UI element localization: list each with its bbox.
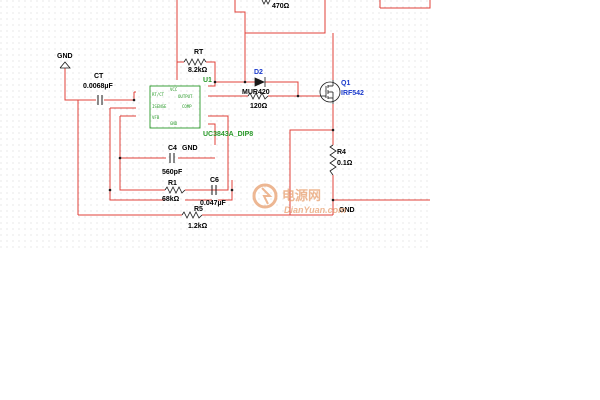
gnd-left-label: GND: [57, 53, 73, 60]
junction-dots: [108, 80, 335, 202]
r-gate-value-label: 120Ω: [250, 103, 268, 110]
c6-ref-label: C6: [210, 177, 219, 184]
c4-capacitor[interactable]: [169, 153, 175, 163]
r4-ref-label: R4: [337, 149, 346, 156]
d2-ref-label: D2: [254, 69, 263, 76]
gnd-right-label: GND: [339, 207, 355, 214]
pin-output: OUTPUT: [178, 94, 193, 99]
q1-ref-label: Q1: [341, 80, 350, 87]
c6-value-label: 0.047µF: [200, 200, 227, 207]
rt-value-label: 8.2kΩ: [188, 67, 208, 74]
watermark-cn: 电源网: [282, 188, 321, 204]
r-gate-resistor[interactable]: [247, 92, 269, 100]
rt-resistor[interactable]: [183, 58, 207, 66]
ct-ref-label: CT: [94, 73, 104, 80]
schematic-canvas: GND CT 0.0068µF RT 8.2kΩ 470Ω RT/CT ISEN…: [0, 0, 431, 252]
r1-value-label: 68kΩ: [162, 196, 180, 203]
c4-value-label: 560pF: [162, 169, 183, 176]
ct-value-label: 0.0068µF: [83, 83, 113, 90]
pin-isense: ISENSE: [152, 104, 167, 109]
pin-gnd: GND: [170, 121, 178, 126]
r-top-value-label: 470Ω: [272, 3, 290, 10]
u1-ref-label: U1: [203, 77, 212, 84]
r5-ref-label: R5: [194, 206, 203, 213]
watermark-en: DianYuan.com: [284, 205, 346, 215]
r-top-resistor[interactable]: [261, 0, 271, 5]
pin-comp: COMP: [182, 104, 192, 109]
c4-ref-label: C4: [168, 145, 177, 152]
gnd-c4-label: GND: [182, 145, 198, 152]
c6-capacitor[interactable]: [211, 185, 217, 195]
r5-resistor[interactable]: [181, 211, 203, 219]
wires: [64, 0, 431, 216]
q1-mosfet[interactable]: [319, 80, 341, 104]
rt-ref-label: RT: [194, 49, 204, 56]
u1-part-label: UC3843A_DIP8: [203, 131, 253, 138]
d2-diode[interactable]: [254, 77, 266, 87]
pin-rtct: RT/CT: [152, 92, 165, 97]
pin-vfb: VFB: [152, 115, 160, 120]
watermark-logo: [252, 183, 278, 209]
r1-ref-label: R1: [168, 180, 177, 187]
r4-resistor[interactable]: [329, 144, 337, 176]
q1-part-label: IRF542: [341, 90, 364, 97]
r1-resistor[interactable]: [164, 186, 186, 194]
r5-value-label: 1.2kΩ: [188, 223, 208, 230]
pin-vcc: VCC: [170, 87, 178, 92]
gnd-symbol-left: [59, 61, 71, 69]
u1-ic-body[interactable]: [149, 85, 201, 129]
ct-capacitor[interactable]: [97, 95, 103, 105]
r4-value-label: 0.1Ω: [337, 160, 353, 167]
